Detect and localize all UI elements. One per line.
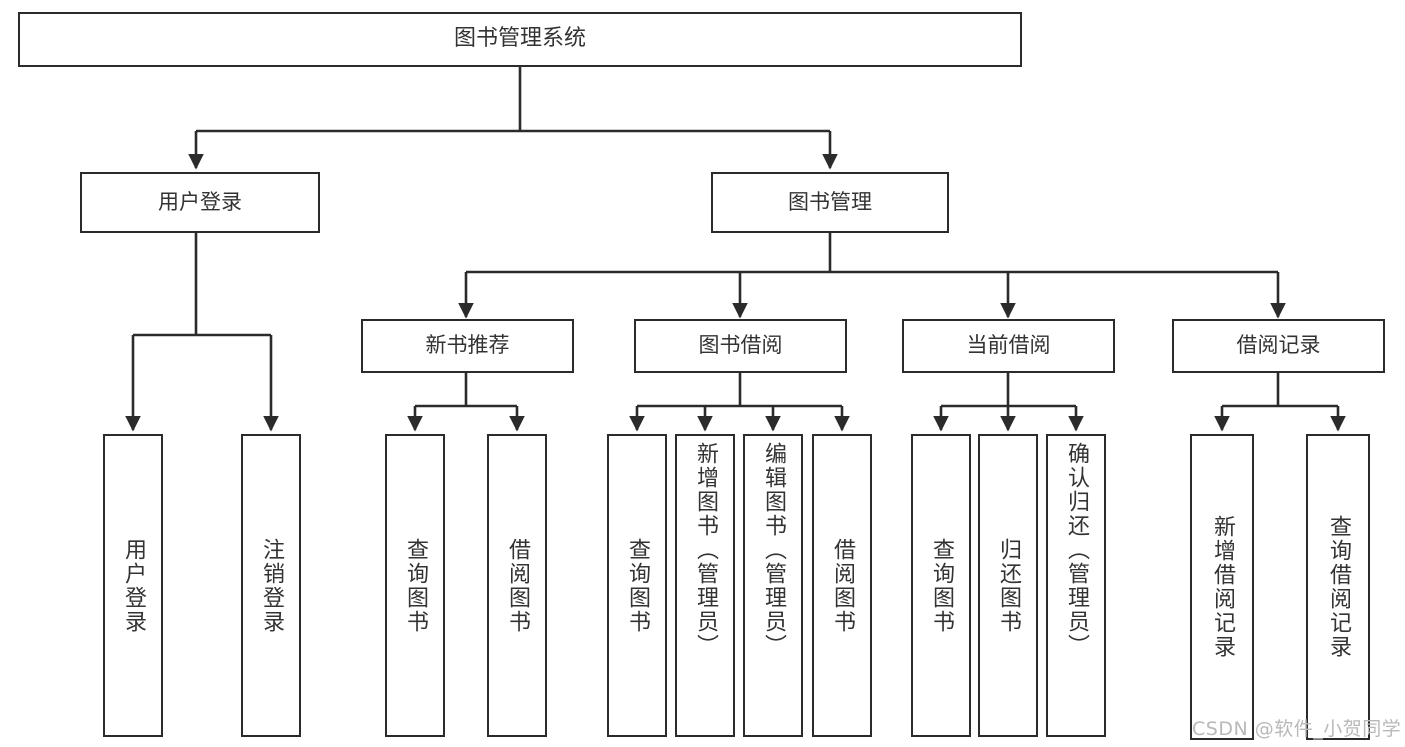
leaf-user-login-logout-label: 注销登录 <box>259 537 284 634</box>
leaf-current-query-book[interactable]: 查询图书 <box>911 434 971 737</box>
node-root-label: 图书管理系统 <box>453 26 586 52</box>
leaf-borrow-add-book-label: 新增图书（管理员） <box>693 442 718 658</box>
leaf-borrow-add-book[interactable]: 新增图书（管理员） <box>675 434 735 737</box>
leaf-record-query-record-label: 查询借阅记录 <box>1326 515 1351 659</box>
node-borrow-record-label: 借阅记录 <box>1236 333 1321 358</box>
node-new-book-recommend-label: 新书推荐 <box>425 333 510 358</box>
leaf-recommend-query-book-label: 查询图书 <box>403 537 428 634</box>
leaf-borrow-edit-book-label: 编辑图书（管理员） <box>761 442 786 658</box>
leaf-user-login-login[interactable]: 用户登录 <box>103 434 163 737</box>
node-book-borrow-label: 图书借阅 <box>698 333 783 358</box>
leaf-record-add-record[interactable]: 新增借阅记录 <box>1190 434 1254 740</box>
node-book-management-label: 图书管理 <box>788 189 872 214</box>
leaf-current-return-book-label: 归还图书 <box>996 537 1021 634</box>
leaf-borrow-borrow-book[interactable]: 借阅图书 <box>812 434 872 737</box>
node-book-borrow[interactable]: 图书借阅 <box>634 319 847 373</box>
leaf-current-confirm-return[interactable]: 确认归还（管理员） <box>1046 434 1106 737</box>
leaf-current-confirm-return-label: 确认归还（管理员） <box>1064 442 1089 658</box>
node-user-login[interactable]: 用户登录 <box>80 172 320 233</box>
leaf-user-login-logout[interactable]: 注销登录 <box>241 434 301 737</box>
leaf-recommend-borrow-book-label: 借阅图书 <box>505 537 530 634</box>
node-current-borrow[interactable]: 当前借阅 <box>902 319 1115 373</box>
leaf-recommend-borrow-book[interactable]: 借阅图书 <box>487 434 547 737</box>
leaf-record-query-record[interactable]: 查询借阅记录 <box>1306 434 1370 740</box>
leaf-borrow-edit-book[interactable]: 编辑图书（管理员） <box>743 434 803 737</box>
node-current-borrow-label: 当前借阅 <box>966 333 1051 358</box>
node-book-management[interactable]: 图书管理 <box>711 172 949 233</box>
leaf-user-login-login-label: 用户登录 <box>121 537 146 634</box>
node-root[interactable]: 图书管理系统 <box>18 12 1022 67</box>
leaf-borrow-borrow-book-label: 借阅图书 <box>830 537 855 634</box>
watermark-text: CSDN @软件_小贺同学 <box>1192 718 1402 740</box>
leaf-current-return-book[interactable]: 归还图书 <box>978 434 1038 737</box>
node-new-book-recommend[interactable]: 新书推荐 <box>361 319 574 373</box>
leaf-current-query-book-label: 查询图书 <box>929 537 954 634</box>
node-borrow-record[interactable]: 借阅记录 <box>1172 319 1385 373</box>
leaf-borrow-query-book[interactable]: 查询图书 <box>607 434 667 737</box>
leaf-borrow-query-book-label: 查询图书 <box>625 537 650 634</box>
leaf-record-add-record-label: 新增借阅记录 <box>1210 515 1235 659</box>
node-user-login-label: 用户登录 <box>158 189 242 214</box>
leaf-recommend-query-book[interactable]: 查询图书 <box>385 434 445 737</box>
